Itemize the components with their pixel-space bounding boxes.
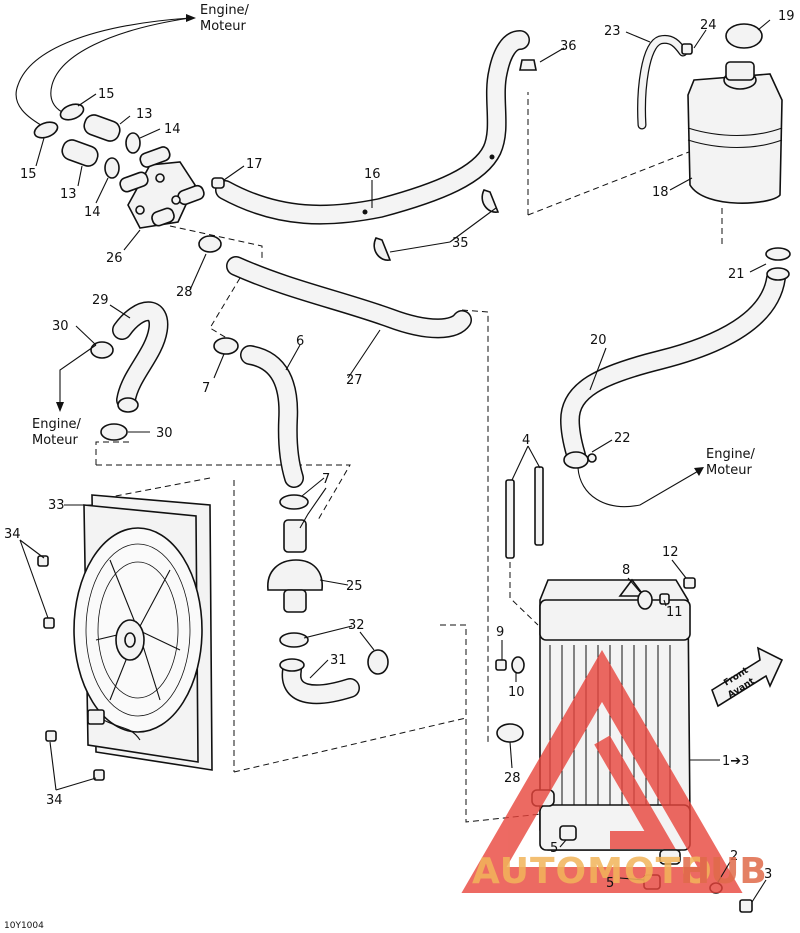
callout-19: 19 [778, 9, 795, 24]
engine-label-left-line1: Engine/ [32, 417, 82, 432]
callout-12: 12 [662, 545, 679, 560]
callout-5b: 5 [606, 876, 614, 891]
callout-16: 16 [364, 167, 381, 182]
callout-8: 8 [622, 563, 630, 578]
engine-label-top-line1: Engine/ [200, 3, 250, 18]
clips-35-36 [373, 59, 537, 261]
callout-7b: 7 [322, 472, 330, 487]
callout-22: 22 [614, 431, 631, 446]
hose-pieces-13 [61, 114, 121, 167]
callout-24: 24 [700, 18, 717, 33]
engine-label-right-line1: Engine/ [706, 447, 756, 462]
callout-35: 35 [452, 236, 469, 251]
callout-11: 11 [666, 605, 683, 620]
callout-2: 2 [730, 849, 738, 864]
clamp-21 [765, 247, 791, 281]
callout-13a: 13 [136, 107, 153, 122]
callout-14b: 14 [84, 205, 101, 220]
engine-labels: Engine/ Moteur Engine/ Moteur Engine/ Mo… [32, 3, 756, 478]
hose-31 [281, 660, 360, 705]
callout-29: 29 [92, 293, 109, 308]
drawing-code: 10Y1004 [4, 921, 44, 931]
engine-arrow-top [15, 14, 196, 129]
callout-numbers: 15 13 14 15 13 14 26 17 16 35 36 23 24 1… [4, 9, 795, 891]
callout-23: 23 [604, 24, 621, 39]
callout-3: 3 [764, 867, 772, 882]
callout-20: 20 [590, 333, 607, 348]
callout-25: 25 [346, 579, 363, 594]
callout-30a: 30 [52, 319, 69, 334]
callout-30b: 30 [156, 426, 173, 441]
watermark-text: AUTOMOTO HUB [472, 851, 767, 892]
callout-34b: 34 [46, 793, 63, 808]
thermostat-25 [267, 494, 389, 675]
watermark-text-a: AUTOMOTO [472, 851, 713, 892]
callout-28b: 28 [504, 771, 521, 786]
callout-15b: 15 [20, 167, 37, 182]
leader-lines [19, 19, 771, 903]
clamp-22 [563, 451, 597, 469]
callout-5a: 5 [550, 841, 558, 856]
hose-16 [215, 30, 530, 225]
callout-28a: 28 [176, 285, 193, 300]
hose-29 [112, 301, 169, 410]
callout-18: 18 [652, 185, 669, 200]
hose-20 [560, 268, 786, 507]
callout-17: 17 [246, 157, 263, 172]
callout-13b: 13 [60, 187, 77, 202]
fan-assembly-33 [73, 494, 213, 771]
hose-27 [226, 256, 472, 339]
callout-7a: 7 [202, 381, 210, 396]
callout-34a: 34 [4, 527, 21, 542]
callout-4: 4 [522, 433, 530, 448]
hose-6 [240, 345, 304, 488]
clamps-14-15 [33, 103, 141, 179]
radiator-1 [531, 578, 691, 865]
callout-14a: 14 [164, 122, 181, 137]
engine-label-top-line2: Moteur [200, 19, 247, 34]
callout-15a: 15 [98, 87, 115, 102]
thermostat-housing-26 [119, 146, 205, 229]
engine-label-left-line2: Moteur [32, 433, 79, 448]
screws-34 [37, 555, 105, 781]
clamps-28-7-30 [90, 235, 239, 441]
callout-1-range: 1➔3 [722, 754, 749, 769]
callout-21: 21 [728, 267, 745, 282]
callout-32: 32 [348, 618, 365, 633]
watermark-logo [461, 650, 743, 893]
front-arrow [711, 646, 784, 708]
callout-10: 10 [508, 685, 525, 700]
callout-26: 26 [106, 251, 123, 266]
callout-9: 9 [496, 625, 504, 640]
coolant-reservoir-18 [681, 23, 783, 204]
callout-33: 33 [48, 498, 65, 513]
hose-23 [637, 34, 688, 130]
callout-36: 36 [560, 39, 577, 54]
strips-4 [505, 466, 544, 559]
callout-6: 6 [296, 334, 304, 349]
watermark-text-b: HUB [680, 851, 767, 892]
callout-31: 31 [330, 653, 347, 668]
engine-label-right-line2: Moteur [706, 463, 753, 478]
callout-27: 27 [346, 373, 363, 388]
clip-17 [211, 177, 225, 189]
